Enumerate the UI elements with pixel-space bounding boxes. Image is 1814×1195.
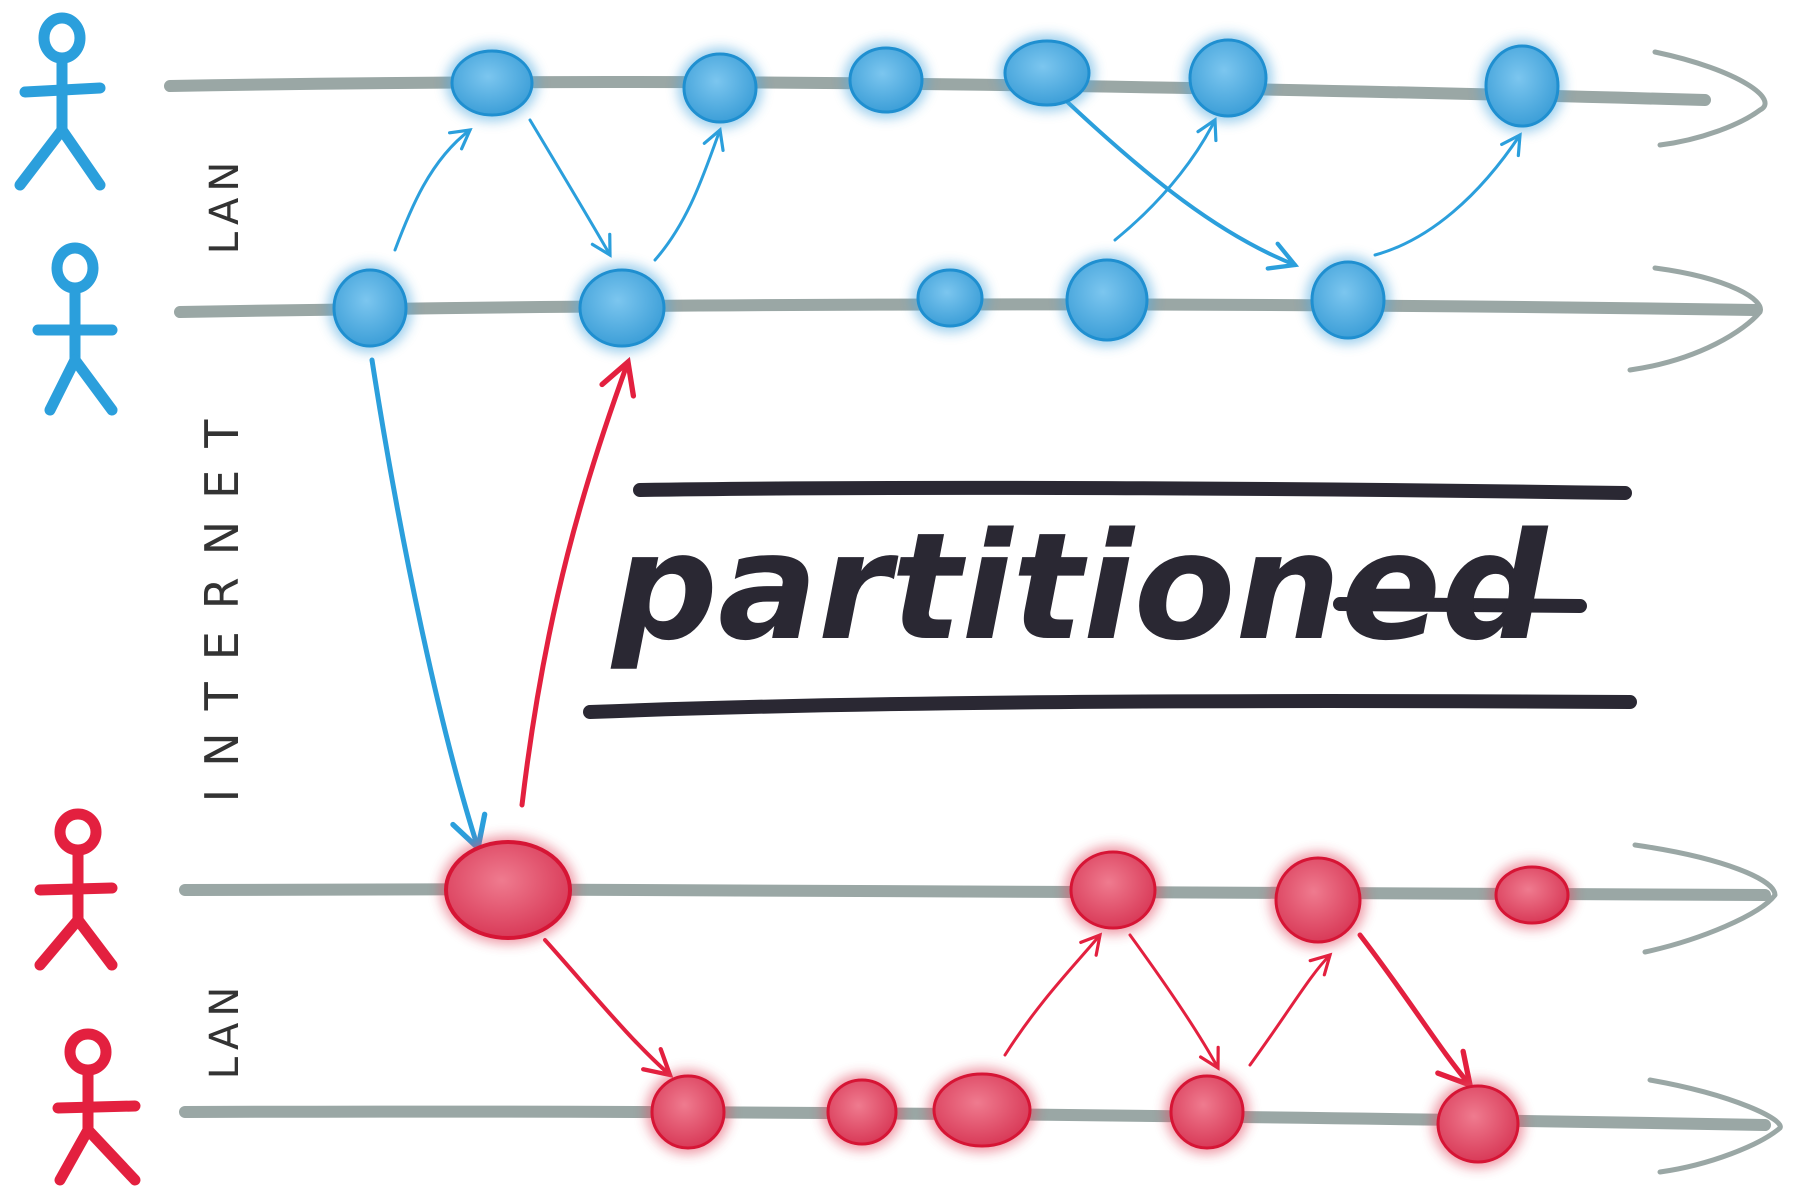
message-arrow: [1128, 933, 1220, 1071]
message-arrow: [1058, 93, 1300, 271]
event-node: [446, 45, 538, 121]
event-node: [646, 1070, 730, 1154]
red-messages: [519, 356, 1474, 1090]
event-node: [1165, 1070, 1249, 1154]
person-icon: [34, 808, 118, 971]
internet-label: INTERNET: [195, 398, 249, 803]
event-node: [999, 35, 1095, 111]
message-arrow: [369, 357, 488, 854]
event-node: [574, 264, 670, 352]
message-arrow: [393, 128, 473, 252]
event-node: [440, 836, 576, 944]
message-arrow: [1357, 932, 1474, 1090]
message-arrow: [1373, 132, 1522, 257]
event-node: [928, 1068, 1036, 1152]
event-node: [1490, 861, 1574, 929]
event-node: [1065, 846, 1161, 934]
partition-top-bar: [633, 480, 1632, 500]
lower-lan-label: LAN: [202, 981, 248, 1080]
person-icon: [52, 1028, 141, 1186]
event-node: [328, 264, 412, 352]
person-icon: [14, 12, 106, 191]
message-arrow: [1248, 952, 1333, 1067]
event-node: [1270, 852, 1366, 948]
event-node: [1184, 34, 1272, 122]
person-icon: [32, 242, 118, 416]
event-node: [1306, 256, 1390, 344]
partitioned-label: partitioned: [610, 501, 1549, 673]
blue-messages: [369, 93, 1522, 854]
event-node: [822, 1074, 902, 1150]
event-node: [1432, 1080, 1524, 1168]
blue-events: [328, 34, 1564, 352]
partition-dash: [1333, 597, 1587, 613]
message-arrow: [1003, 932, 1103, 1057]
red-events: [440, 836, 1574, 1168]
event-node: [1061, 254, 1153, 346]
message-arrow: [1113, 117, 1218, 242]
message-arrow: [528, 118, 612, 258]
event-node: [1480, 40, 1564, 132]
partition-marker: [583, 480, 1637, 719]
event-node: [844, 42, 928, 118]
message-arrow: [543, 938, 674, 1078]
event-node: [912, 264, 988, 332]
message-arrow: [653, 126, 725, 262]
message-arrow: [519, 356, 637, 808]
partition-bottom-bar: [583, 694, 1637, 719]
upper-lan-label: LAN: [202, 156, 248, 255]
event-node: [678, 48, 762, 128]
